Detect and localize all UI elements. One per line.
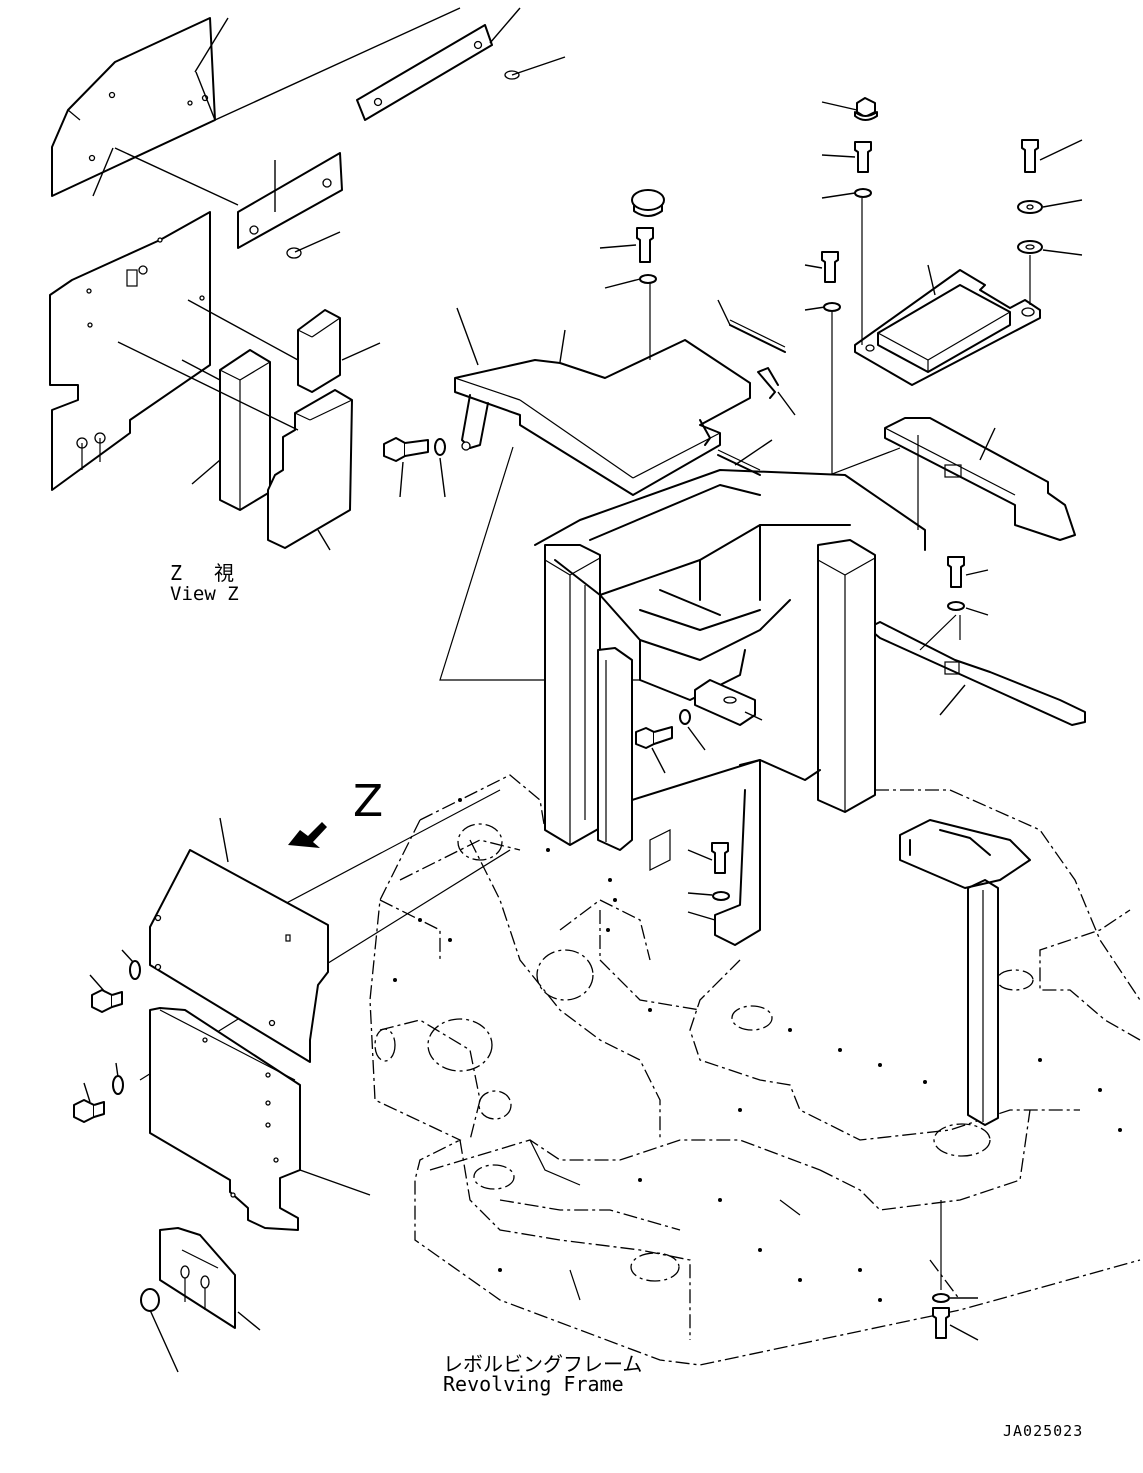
frame-label-jp: レボルビングフレーム <box>443 1352 643 1376</box>
view-z-main-panel <box>49 211 211 491</box>
frame-label-en: Revolving Frame <box>443 1372 624 1396</box>
revolving-frame-group <box>139 469 1141 1366</box>
view-z-pad-strip <box>237 152 343 249</box>
deck-outline <box>419 774 546 831</box>
frame-boss-1 <box>457 823 503 861</box>
view-z-top-bar <box>356 24 493 121</box>
z-view-arrow <box>288 822 327 848</box>
step-plate <box>454 339 751 496</box>
drawing-number: JA025023 <box>1003 1422 1084 1440</box>
left-column-2 <box>597 647 633 851</box>
lower-upper-cover <box>149 849 329 1063</box>
view-z-foam-block-2 <box>297 309 341 393</box>
lower-bracket-rail <box>867 621 1086 726</box>
view-z-upper-cover <box>51 17 216 197</box>
view-z-grommet <box>286 247 302 259</box>
view-z-group <box>49 7 566 551</box>
upper-bracket-rail <box>884 417 1076 541</box>
view-z-label-jp: Z 視 <box>170 561 241 585</box>
z-arrow-letter: Z <box>353 776 384 827</box>
left-column <box>544 544 601 846</box>
view-z-foam-block-3 <box>267 389 353 549</box>
grommet-cap <box>140 1288 160 1312</box>
lower-small-plate <box>159 1227 236 1329</box>
step-bolt <box>636 227 654 263</box>
nut <box>856 97 876 118</box>
rubber-cap <box>631 189 665 211</box>
step-plate-group <box>383 189 796 681</box>
right-box-group <box>804 97 1086 726</box>
lower-cover-group <box>73 817 371 1373</box>
step-bolt-2 <box>383 437 406 462</box>
right-column <box>817 539 876 813</box>
view-z-label-en: View Z <box>170 583 239 605</box>
